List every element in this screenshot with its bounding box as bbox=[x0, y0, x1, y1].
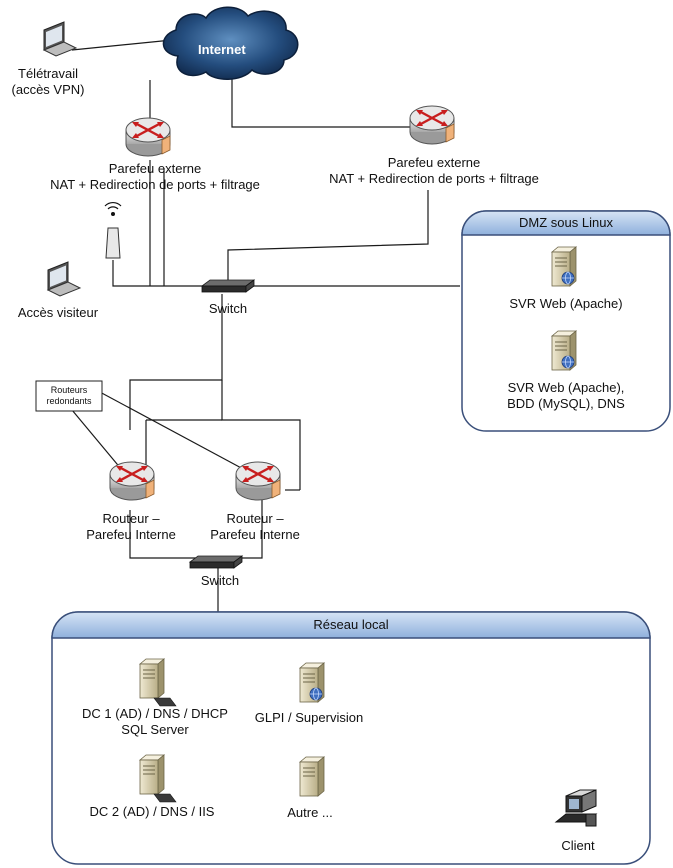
client-workstation-icon bbox=[554, 789, 598, 827]
redundant-routers-note: Routeurs redondants bbox=[36, 385, 102, 407]
switch-bottom-icon bbox=[189, 555, 243, 569]
glpi-label: GLPI / Supervision bbox=[254, 710, 364, 725]
laptop-remote-icon bbox=[43, 21, 77, 57]
lan-title: Réseau local bbox=[313, 617, 389, 632]
redundant-routers-note-line1: Routeurs bbox=[50, 385, 88, 395]
laptop-visitor-icon bbox=[47, 261, 81, 297]
redundant-routers-note-box bbox=[35, 380, 103, 412]
internet-cloud bbox=[162, 6, 299, 80]
dmz-server-1-icon bbox=[551, 246, 577, 287]
visitor-access-label: Accès visiteur bbox=[17, 305, 99, 320]
client-label: Client bbox=[561, 838, 595, 853]
link-left-router-switch bbox=[129, 510, 196, 559]
dmz-server-2-label-line1: SVR Web (Apache), bbox=[507, 380, 625, 395]
internet-label: Internet bbox=[198, 42, 246, 57]
link-internet-fw-right bbox=[231, 60, 420, 128]
dc1-label-line2: SQL Server bbox=[121, 722, 189, 737]
remote-access-label: Télétravail (accès VPN) bbox=[4, 66, 92, 98]
firewall-right-icon bbox=[408, 104, 456, 146]
link-switch-left-router bbox=[129, 294, 223, 430]
remote-access-label-line2: (accès VPN) bbox=[11, 82, 85, 97]
link-switch-right-router bbox=[221, 380, 301, 490]
switch-top-label: Switch bbox=[208, 301, 248, 316]
lan-zone bbox=[51, 611, 651, 865]
link-note-right-router bbox=[97, 390, 246, 471]
router-right-icon bbox=[234, 460, 282, 502]
connection-lines bbox=[71, 39, 460, 612]
dmz-zone bbox=[461, 210, 671, 432]
firewall-right-label-line2: NAT + Redirection de ports + filtrage bbox=[329, 171, 539, 186]
wifi-access-point-icon bbox=[104, 202, 122, 259]
remote-access-label-line1: Télétravail bbox=[18, 66, 78, 81]
other-label: Autre ... bbox=[287, 805, 333, 820]
link-lan-bus bbox=[112, 260, 460, 287]
link-fw-right-switch bbox=[227, 190, 429, 282]
dmz-server-2-label-line2: BDD (MySQL), DNS bbox=[507, 396, 625, 411]
dmz-title: DMZ sous Linux bbox=[519, 215, 613, 230]
router-left-icon bbox=[108, 460, 156, 502]
link-right-router-switch bbox=[236, 500, 263, 559]
link-note-left-router bbox=[71, 409, 123, 471]
router-right-label-line2: Parefeu Interne bbox=[210, 527, 300, 542]
firewall-right-label-line1: Parefeu externe bbox=[387, 155, 481, 170]
firewall-left-label-line2: NAT + Redirection de ports + filtrage bbox=[50, 177, 260, 192]
dc2-label: DC 2 (AD) / DNS / IIS bbox=[89, 804, 215, 819]
link-remote-internet bbox=[71, 39, 173, 51]
firewall-left-label-line1: Parefeu externe bbox=[108, 161, 202, 176]
switch-top-icon bbox=[201, 279, 255, 293]
redundant-routers-note-line2: redondants bbox=[46, 396, 92, 406]
dmz-server-1-label: SVR Web (Apache) bbox=[509, 296, 623, 311]
router-right-label: Routeur – Parefeu Interne bbox=[200, 511, 310, 543]
firewall-left-icon bbox=[124, 116, 172, 158]
dc1-label: DC 1 (AD) / DNS / DHCP SQL Server bbox=[70, 706, 240, 738]
dc1-label-line1: DC 1 (AD) / DNS / DHCP bbox=[82, 706, 228, 721]
other-server-icon bbox=[299, 756, 325, 797]
firewall-right-label: Parefeu externe NAT + Redirection de por… bbox=[316, 155, 552, 187]
dmz-server-2-icon bbox=[551, 330, 577, 371]
router-left-label: Routeur – Parefeu Interne bbox=[76, 511, 186, 543]
switch-bottom-label: Switch bbox=[200, 573, 240, 588]
router-left-label-line1: Routeur – bbox=[102, 511, 160, 526]
firewall-left-label: Parefeu externe NAT + Redirection de por… bbox=[40, 161, 270, 193]
dmz-server-2-label: SVR Web (Apache), BDD (MySQL), DNS bbox=[486, 380, 646, 412]
glpi-server-icon bbox=[299, 662, 325, 703]
router-right-label-line1: Routeur – bbox=[226, 511, 284, 526]
router-left-label-line2: Parefeu Interne bbox=[86, 527, 176, 542]
